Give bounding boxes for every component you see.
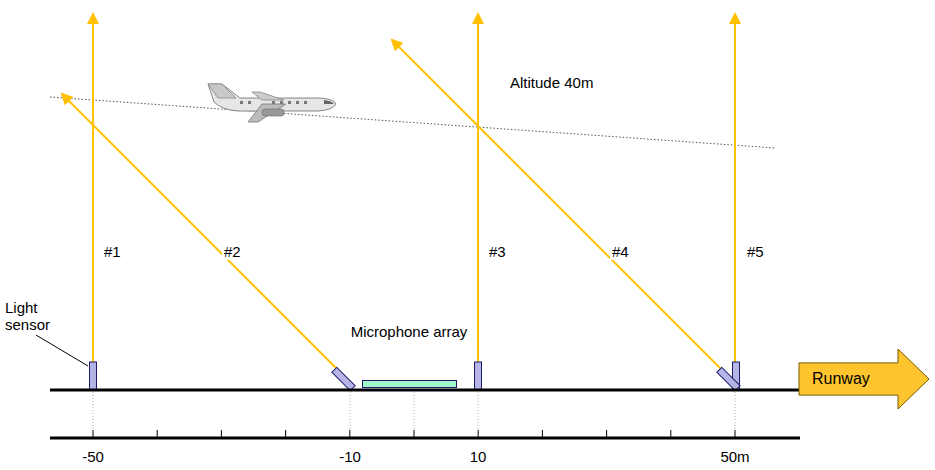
node-text: Microphone array [351, 323, 468, 340]
light-beam [62, 94, 350, 382]
guide-line [735, 392, 736, 437]
runway-arrow: Runway [798, 348, 930, 410]
axis-tick [542, 430, 543, 438]
light-sensor [475, 362, 482, 390]
light-sensor [717, 367, 740, 390]
ground-line [50, 389, 800, 392]
light-beam [734, 14, 736, 362]
light-sensor [332, 367, 355, 390]
beam-number: #5 [745, 243, 766, 260]
node-text: Runway [812, 370, 870, 387]
axis-tick [221, 430, 222, 438]
light-beam [92, 14, 94, 362]
light-beam [477, 14, 479, 362]
leader-line [36, 335, 88, 366]
microphone-bar [362, 380, 457, 388]
axis-value: 50m [720, 448, 749, 465]
axis-tick [157, 430, 158, 438]
axis-line [50, 437, 800, 440]
axis-value: 10 [470, 448, 487, 465]
guide-line [93, 392, 94, 437]
airplane [208, 84, 336, 122]
guide-line [414, 392, 415, 437]
flight-path [50, 97, 775, 148]
axis-value: -10 [339, 448, 361, 465]
axis-value: -50 [82, 448, 104, 465]
microphone-array: Microphone array [351, 323, 468, 390]
guide-line [478, 392, 479, 437]
axis-tick [606, 430, 607, 438]
altitude-label: Altitude 40m [510, 74, 593, 91]
beam-number: #1 [102, 243, 123, 260]
beam-number: #4 [610, 243, 631, 260]
part-label: Light sensor [5, 299, 67, 333]
axis-tick [285, 430, 286, 438]
beam-number: #3 [487, 243, 508, 260]
beam-number: #2 [222, 243, 243, 260]
light-sensor [90, 362, 97, 390]
axis-tick [670, 430, 671, 438]
guide-line [350, 392, 351, 437]
